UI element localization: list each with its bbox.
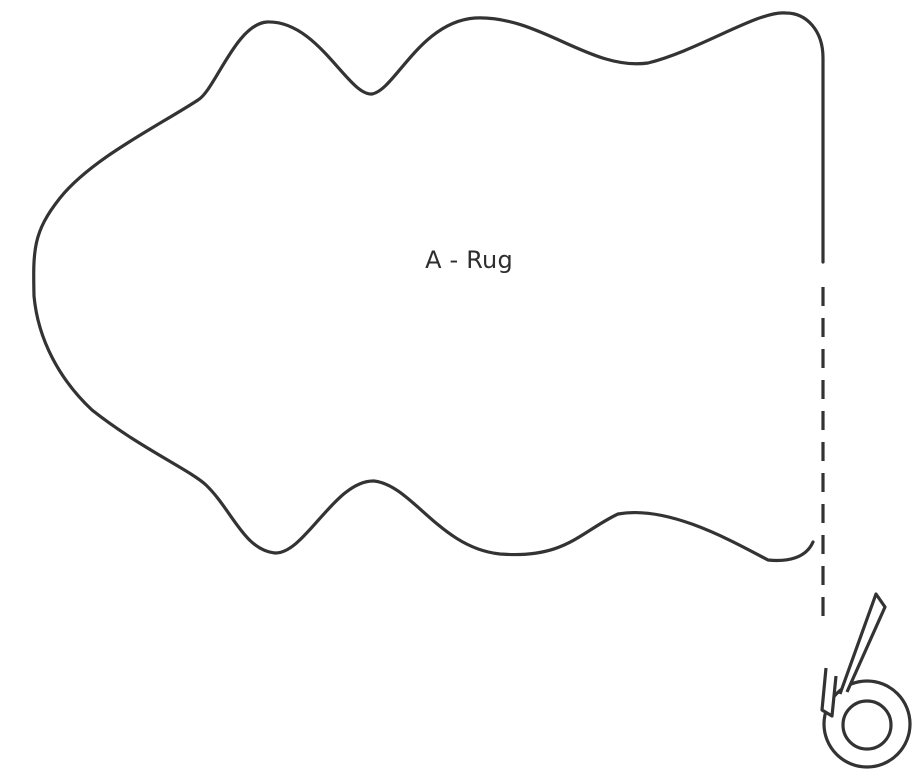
rug-outline <box>32 11 825 563</box>
rug-label: A - Rug <box>425 246 513 274</box>
scissor-blade-icon <box>820 592 912 769</box>
